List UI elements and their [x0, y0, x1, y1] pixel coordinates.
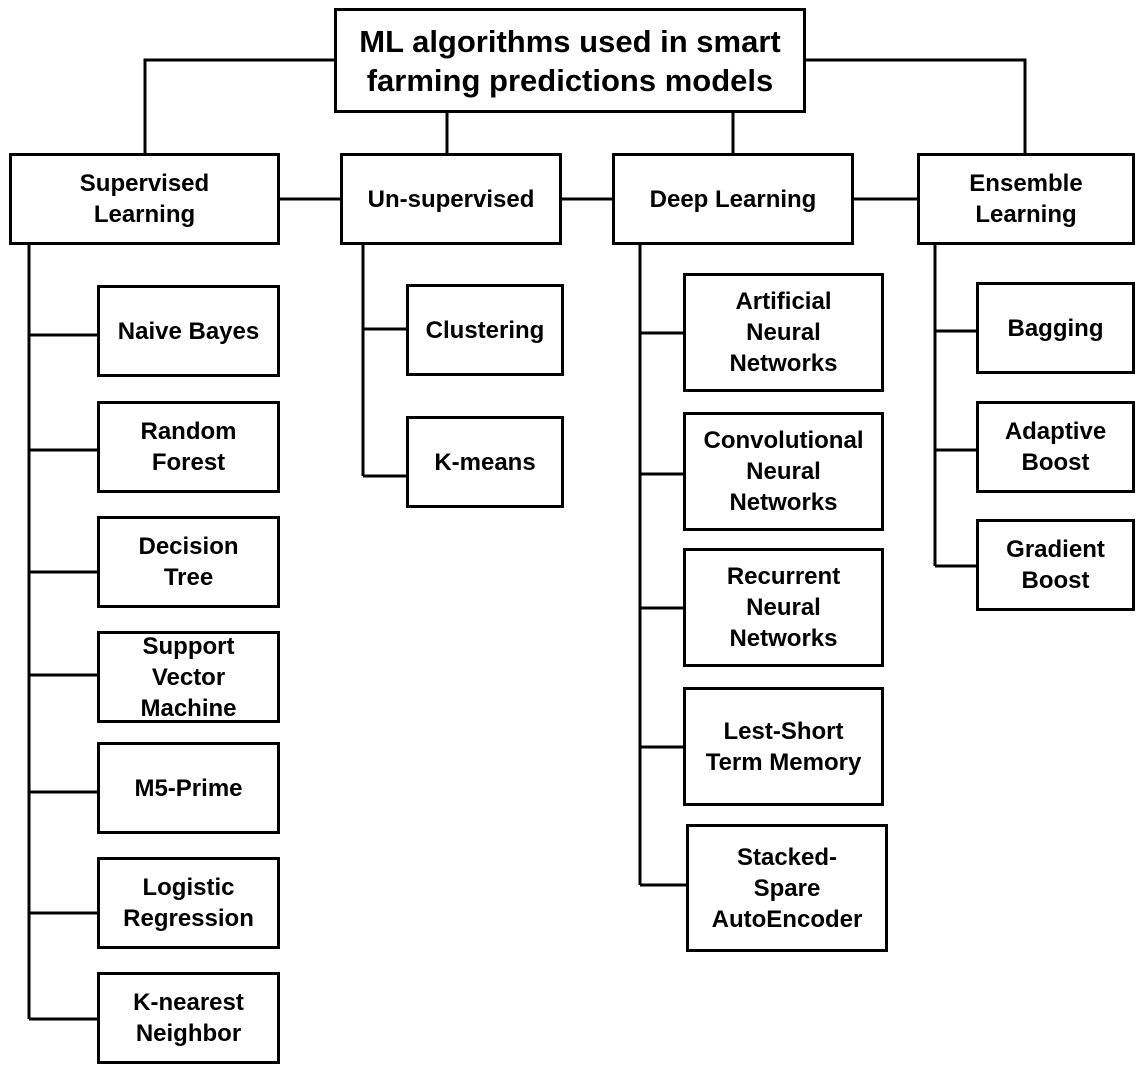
edge-root-to-ensemble — [805, 58, 1027, 153]
algorithm-decision-tree: Decision Tree — [97, 516, 280, 608]
algorithm-stacked-spare-autoencoder: Stacked- Spare AutoEncoder — [686, 824, 888, 952]
algorithm-recurrent-neural-networks: Recurrent Neural Networks — [683, 548, 884, 667]
algorithm-adaptive-boost: Adaptive Boost — [976, 401, 1135, 493]
algorithm-naive-bayes: Naive Bayes — [97, 285, 280, 377]
algorithm-lest-short-term-memory: Lest-Short Term Memory — [683, 687, 884, 806]
algorithm-convolutional-neural-networks: Convolutional Neural Networks — [683, 412, 884, 531]
algorithm-k-means: K-means — [406, 416, 564, 508]
algorithm-m5-prime: M5-Prime — [97, 742, 280, 834]
algorithm-support-vector-machine: Support Vector Machine — [97, 631, 280, 723]
algorithm-artificial-neural-networks: Artificial Neural Networks — [683, 273, 884, 392]
algorithm-random-forest: Random Forest — [97, 401, 280, 493]
category-unsupervised: Un-supervised — [340, 153, 562, 245]
algorithm-k-nearest-neighbor: K-nearest Neighbor — [97, 972, 280, 1064]
category-ensemble-learning: Ensemble Learning — [917, 153, 1135, 245]
category-deep-learning: Deep Learning — [612, 153, 854, 245]
algorithm-clustering: Clustering — [406, 284, 564, 376]
algorithm-bagging: Bagging — [976, 282, 1135, 374]
algorithm-gradient-boost: Gradient Boost — [976, 519, 1135, 611]
algorithm-logistic-regression: Logistic Regression — [97, 857, 280, 949]
root-node: ML algorithms used in smart farming pred… — [334, 8, 806, 113]
category-supervised-learning: Supervised Learning — [9, 153, 280, 245]
edge-root-to-supervised — [143, 58, 336, 153]
